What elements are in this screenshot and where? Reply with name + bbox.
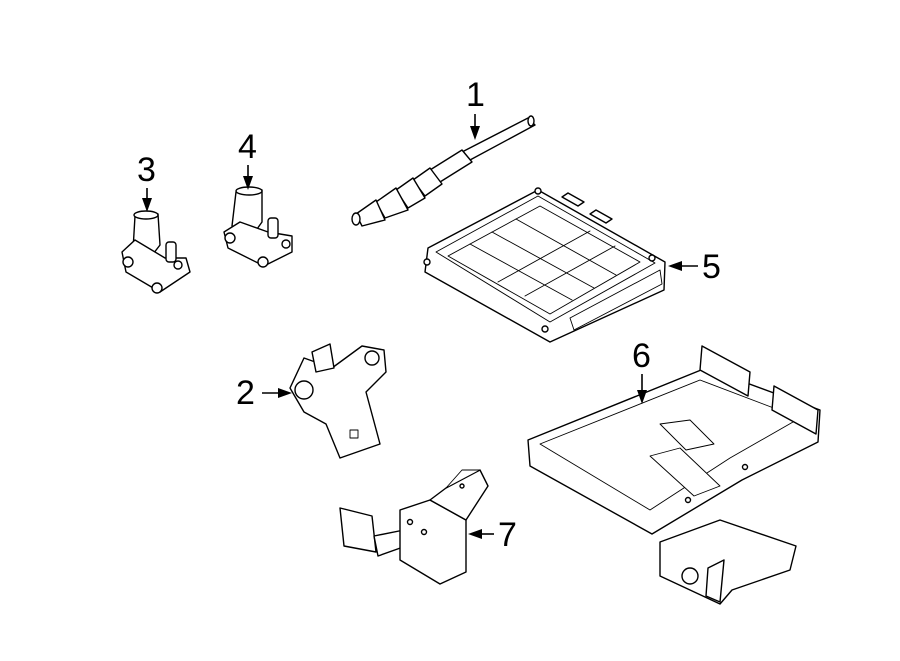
callout-6: 6 [632,337,651,404]
svg-text:1: 1 [466,76,485,114]
callout-1: 1 [466,76,485,140]
svg-text:6: 6 [632,337,651,375]
part-5-engine-control-module[interactable] [423,187,666,343]
part-2-map-sensor[interactable] [289,343,387,459]
callout-5-arrow [668,261,698,271]
part-1-glow-plug[interactable] [351,115,536,227]
part-3-sensor[interactable] [121,210,191,294]
svg-text:4: 4 [238,128,257,166]
callout-7: 7 [468,516,517,554]
callout-3-arrow [142,188,152,212]
callout-3: 3 [137,151,156,212]
svg-text:7: 7 [498,516,517,554]
part-6-tray[interactable] [527,345,821,605]
callout-2: 2 [236,374,292,412]
callout-4-arrow [243,165,253,190]
part-7-bracket[interactable] [339,469,489,585]
svg-text:2: 2 [236,374,255,412]
svg-text:3: 3 [137,151,156,189]
svg-text:5: 5 [702,248,721,286]
part-4-sensor[interactable] [223,186,293,268]
callout-5: 5 [668,248,721,286]
callout-2-arrow [262,388,292,398]
callout-1-arrow [470,114,480,140]
callout-7-arrow [468,529,494,539]
callout-6-arrow [637,374,647,404]
callout-4: 4 [238,128,257,190]
